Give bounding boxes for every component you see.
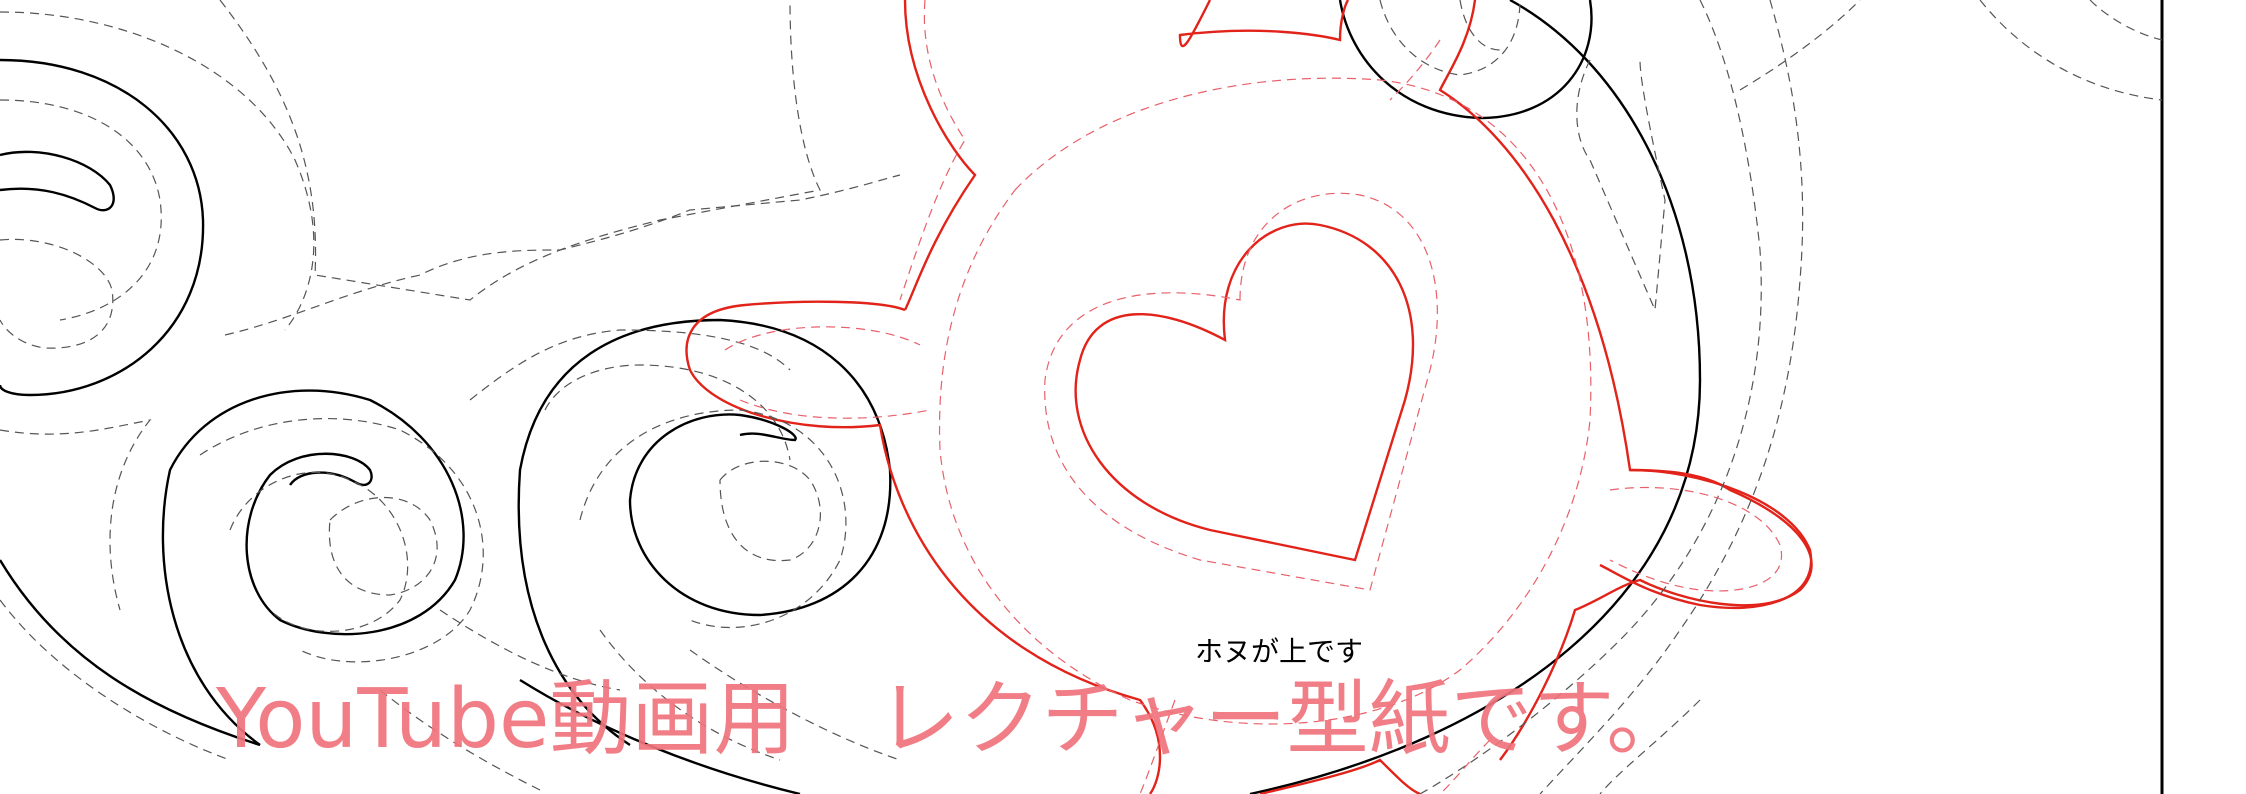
seam-line [1459, 0, 1501, 51]
central-swirl-outline [517, 318, 892, 747]
seam-line [219, 0, 821, 301]
honu-head-outline [903, 0, 977, 311]
watermark-text: YouTube動画用 レクチャー型紙です。 [216, 672, 1689, 767]
seam-line-red [1439, 739, 1491, 794]
right-flipper-outline [1599, 468, 1813, 610]
black-outline-shapes [0, 0, 1702, 794]
seam-line [1576, 59, 1666, 311]
seam-line [599, 629, 781, 761]
seam-line [199, 418, 484, 663]
top-swirl-outline [1338, 0, 1593, 120]
seam-line-red [1139, 699, 1176, 794]
seam-line [224, 174, 901, 336]
seam-line [379, 689, 541, 791]
seam-line-red [1609, 486, 1783, 592]
seam-line-red [739, 399, 931, 419]
seam-line [1379, 0, 1521, 76]
seam-line-red [938, 77, 1592, 725]
lower-left-curve-outline [0, 559, 261, 747]
red-outline-shapes [685, 0, 1813, 794]
seam-line [1979, 0, 2163, 101]
seam-line [1539, 0, 1804, 794]
seam-line [719, 460, 821, 562]
seam-line [0, 99, 162, 321]
seam-line-red [724, 326, 921, 351]
bottom-flipper-outline [1259, 758, 1421, 794]
seam-line-red [1044, 192, 1438, 591]
seam-line [328, 496, 438, 596]
seam-line [0, 419, 152, 611]
seam-line [0, 11, 315, 331]
seam-line [1419, 0, 1762, 794]
seam-line [1739, 0, 1861, 91]
honu-body-outline [685, 300, 1162, 794]
seam-line [0, 599, 231, 761]
bottom-curve-outline [519, 678, 801, 794]
seam-line [2089, 0, 2163, 41]
left-swirl-outline [0, 58, 205, 397]
seam-line [689, 649, 901, 761]
middle-swirl-outline [161, 389, 465, 746]
seam-lines-red [724, 0, 1783, 794]
heart-outline [1074, 222, 1415, 562]
seam-line [229, 471, 409, 632]
seam-line [1599, 699, 1701, 794]
seam-line [0, 238, 114, 349]
seam-line [469, 329, 791, 401]
seam-lines-grey [0, 0, 2163, 794]
honu-right-body-outline [1178, 0, 1813, 761]
seam-line [579, 409, 847, 628]
orientation-note: ホヌが上です [1195, 635, 1364, 668]
shell-outline [1249, 0, 1702, 794]
seam-line-red [1389, 39, 1441, 101]
